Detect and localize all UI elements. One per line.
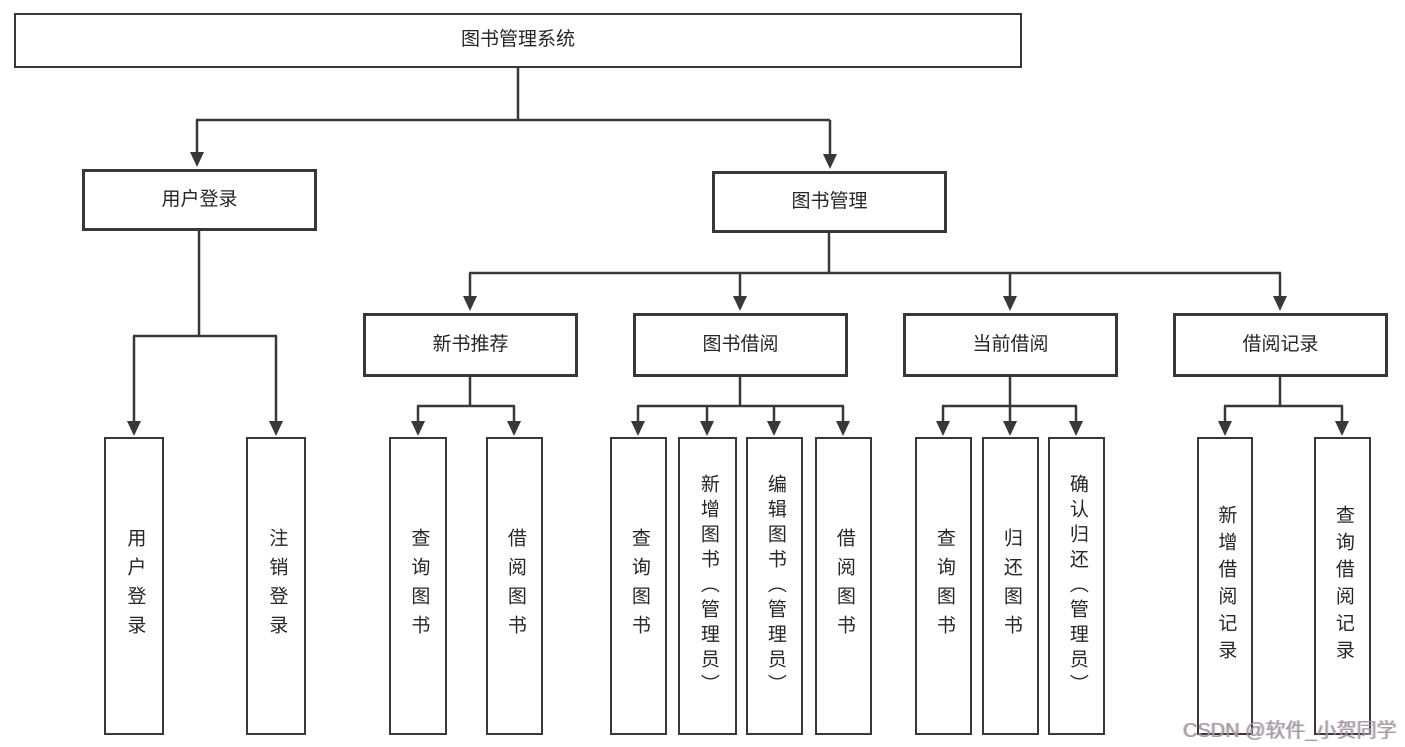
leaf-borrowing-add-books-admin: 新增图书（管理员） <box>678 437 737 735</box>
node-label: 图书管理 <box>791 190 868 212</box>
node-book-management: 图书管理 <box>712 171 947 233</box>
leaf-borrowing-query-books: 查询图书 <box>610 437 667 735</box>
node-label: 查询图书 <box>933 528 955 644</box>
leaf-records-query-borrow-record: 查询借阅记录 <box>1314 437 1371 735</box>
node-label: 用户登录 <box>161 188 238 210</box>
node-label: 新增借阅记录 <box>1215 505 1237 667</box>
leaf-current-return-books: 归还图书 <box>982 437 1039 735</box>
leaf-records-add-borrow-record: 新增借阅记录 <box>1197 437 1253 735</box>
node-label: 编辑图书（管理员） <box>764 473 786 699</box>
node-label: 查询图书 <box>628 528 650 644</box>
leaf-recommend-borrow-books: 借阅图书 <box>486 437 543 735</box>
node-label: 归还图书 <box>1000 528 1022 644</box>
leaf-logout: 注销登录 <box>246 437 306 735</box>
leaf-borrowing-edit-books-admin: 编辑图书（管理员） <box>746 437 803 735</box>
node-label: 当前借阅 <box>972 333 1049 355</box>
node-borrow-records: 借阅记录 <box>1173 313 1388 377</box>
node-library-system: 图书管理系统 <box>14 13 1022 68</box>
node-current-borrowing: 当前借阅 <box>903 313 1118 377</box>
node-label: 用户登录 <box>124 528 146 644</box>
leaf-user-login: 用户登录 <box>104 437 164 735</box>
node-label: 新书推荐 <box>432 333 509 355</box>
leaf-current-confirm-return-admin: 确认归还（管理员） <box>1048 437 1105 735</box>
node-label: 借阅记录 <box>1242 333 1319 355</box>
node-label: 借阅图书 <box>504 528 526 644</box>
node-label: 借阅图书 <box>833 528 855 644</box>
csdn-watermark: CSDN @软件_小贺同学 <box>1183 720 1397 742</box>
node-label: 图书借阅 <box>702 333 779 355</box>
leaf-current-query-books: 查询图书 <box>915 437 972 735</box>
node-label: 查询图书 <box>408 528 430 644</box>
leaf-recommend-query-books: 查询图书 <box>389 437 447 735</box>
node-label: 图书管理系统 <box>460 29 575 51</box>
node-book-borrowing: 图书借阅 <box>633 313 848 377</box>
node-label: 确认归还（管理员） <box>1066 473 1088 699</box>
leaf-borrowing-borrow-books: 借阅图书 <box>815 437 872 735</box>
node-label: 新增图书（管理员） <box>697 473 719 699</box>
node-label: 注销登录 <box>266 528 288 644</box>
node-label: 查询借阅记录 <box>1332 505 1354 667</box>
node-user-login: 用户登录 <box>82 169 317 231</box>
node-new-book-recommend: 新书推荐 <box>363 313 578 377</box>
